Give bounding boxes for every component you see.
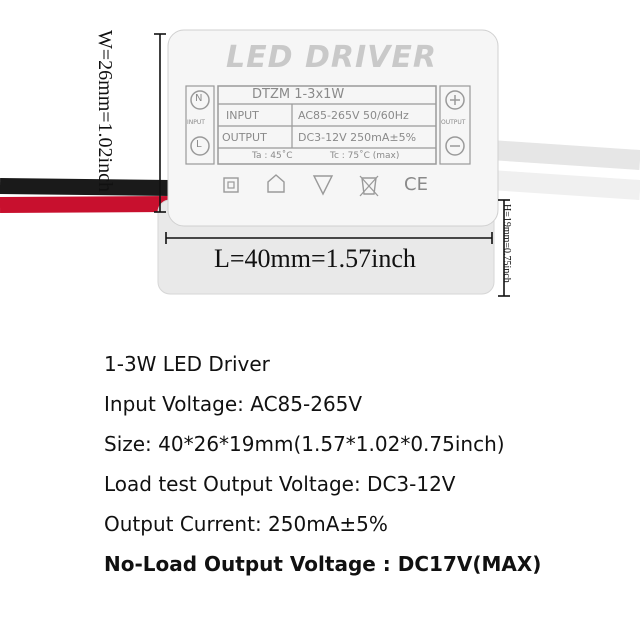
- label-output: OUTPUT: [222, 131, 267, 144]
- length-dimension-label: L=40mm=1.57inch: [214, 244, 416, 273]
- black-wire: [0, 178, 171, 196]
- label-input: INPUT: [226, 109, 259, 122]
- led-driver-illustration: [0, 29, 640, 297]
- label-l-mark: L: [196, 139, 202, 150]
- white-wire-top: [489, 140, 640, 170]
- spec-line: Input Voltage: AC85-265V: [104, 392, 363, 416]
- label-model: DTZM 1-3x1W: [252, 87, 345, 102]
- minus-terminal-icon: [445, 136, 465, 156]
- spec-line: Size: 40*26*19mm(1.57*1.02*0.75inch): [104, 432, 505, 456]
- spec-line: Load test Output Voltage: DC3-12V: [104, 472, 456, 496]
- l-terminal-icon: [190, 136, 210, 156]
- height-dimension-label: H=19mm=0.75inch: [501, 204, 512, 283]
- ce-mark-icon: CE: [404, 174, 428, 195]
- label-n-mark: N: [195, 93, 203, 104]
- label-ta: Ta : 45˚C: [252, 151, 293, 161]
- class-ii-icon: [223, 177, 239, 193]
- spec-line: 1-3W LED Driver: [104, 352, 270, 376]
- spec-list: 1-3W LED Driver Input Voltage: AC85-265V…: [104, 350, 624, 590]
- output-terminal-box: [439, 85, 471, 165]
- label-left-terminal: INPUT: [187, 119, 205, 126]
- spec-line-highlight: No-Load Output Voltage : DC17V(MAX): [104, 552, 542, 576]
- spec-line: Output Current: 250mA±5%: [104, 512, 388, 536]
- n-terminal-icon: [190, 90, 210, 110]
- width-dimension-label: W=26mm=1.02inch: [94, 30, 116, 192]
- label-output-value: DC3-12V 250mA±5%: [298, 131, 417, 144]
- plus-terminal-icon: [445, 90, 465, 110]
- product-photo: LED DRIVER DTZM 1-3x1W INPUT AC85-265V 5…: [0, 29, 640, 297]
- housing-top: [167, 29, 499, 227]
- red-wire: [0, 196, 171, 213]
- white-wire-bottom: [489, 170, 640, 200]
- label-input-value: AC85-265V 50/60Hz: [298, 109, 409, 122]
- label-tc: Tc : 75˚C (max): [330, 151, 400, 161]
- label-title: LED DRIVER: [226, 40, 437, 75]
- label-right-terminal: OUTPUT: [441, 119, 466, 126]
- label-table: [217, 85, 437, 165]
- input-terminal-box: [185, 85, 215, 165]
- indoor-use-icon: [267, 174, 285, 193]
- f-mark-icon: [312, 175, 334, 196]
- weee-bin-icon: [361, 177, 377, 195]
